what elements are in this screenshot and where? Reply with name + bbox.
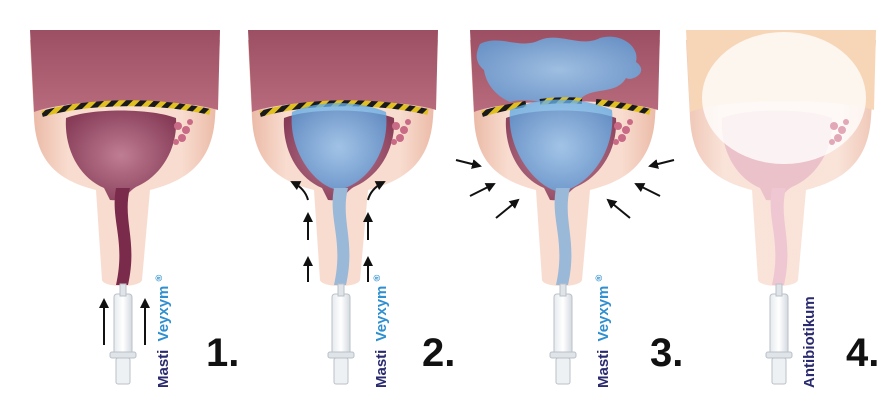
teat-canal — [114, 188, 132, 285]
alveoli-cluster — [173, 119, 193, 145]
panel-4: Antibiotikum 4. — [686, 30, 879, 388]
teat-canal — [554, 188, 572, 285]
syringe — [765, 283, 793, 385]
panel-3: Masti Veyxym ® 3. — [455, 30, 683, 388]
syringe — [327, 283, 355, 385]
udder-3 — [470, 30, 660, 286]
inflow-arrows — [99, 298, 150, 345]
product-label: Masti Veyxym ® — [154, 274, 172, 388]
step-number: 2. — [422, 331, 455, 375]
enzyme-upper-spread — [476, 36, 642, 103]
alveoli-cluster — [391, 119, 411, 145]
panel-1: Masti Veyxym ® 1. — [30, 30, 239, 388]
syringe — [549, 283, 577, 385]
enzyme-spread — [291, 103, 387, 190]
udder-1 — [30, 30, 220, 286]
teat-canal — [332, 188, 350, 285]
udder-4 — [686, 30, 876, 286]
udder-tissue — [30, 30, 220, 112]
inflow-arrows — [290, 181, 386, 282]
inflamed-cistern — [65, 110, 177, 201]
udder-tissue — [248, 30, 438, 112]
product-label: Antibiotikum — [801, 296, 818, 388]
product-label: Masti Veyxym ® — [372, 274, 390, 388]
teat-canal — [770, 188, 788, 285]
biofilm-barrier — [41, 100, 211, 117]
massage-arrows — [455, 159, 675, 219]
syringe — [109, 283, 137, 385]
step-number: 4. — [846, 331, 879, 375]
alveoli-cluster — [613, 119, 633, 145]
udder-2 — [248, 30, 438, 286]
panel-2: Masti Veyxym ® 2. — [248, 30, 455, 388]
alveoli-cluster — [829, 119, 849, 145]
step-number: 3. — [650, 331, 683, 375]
antibiotic-spread — [702, 32, 866, 164]
step-number: 1. — [206, 331, 239, 375]
enzyme-spread — [509, 99, 613, 192]
product-label: Masti Veyxym ® — [594, 274, 612, 388]
